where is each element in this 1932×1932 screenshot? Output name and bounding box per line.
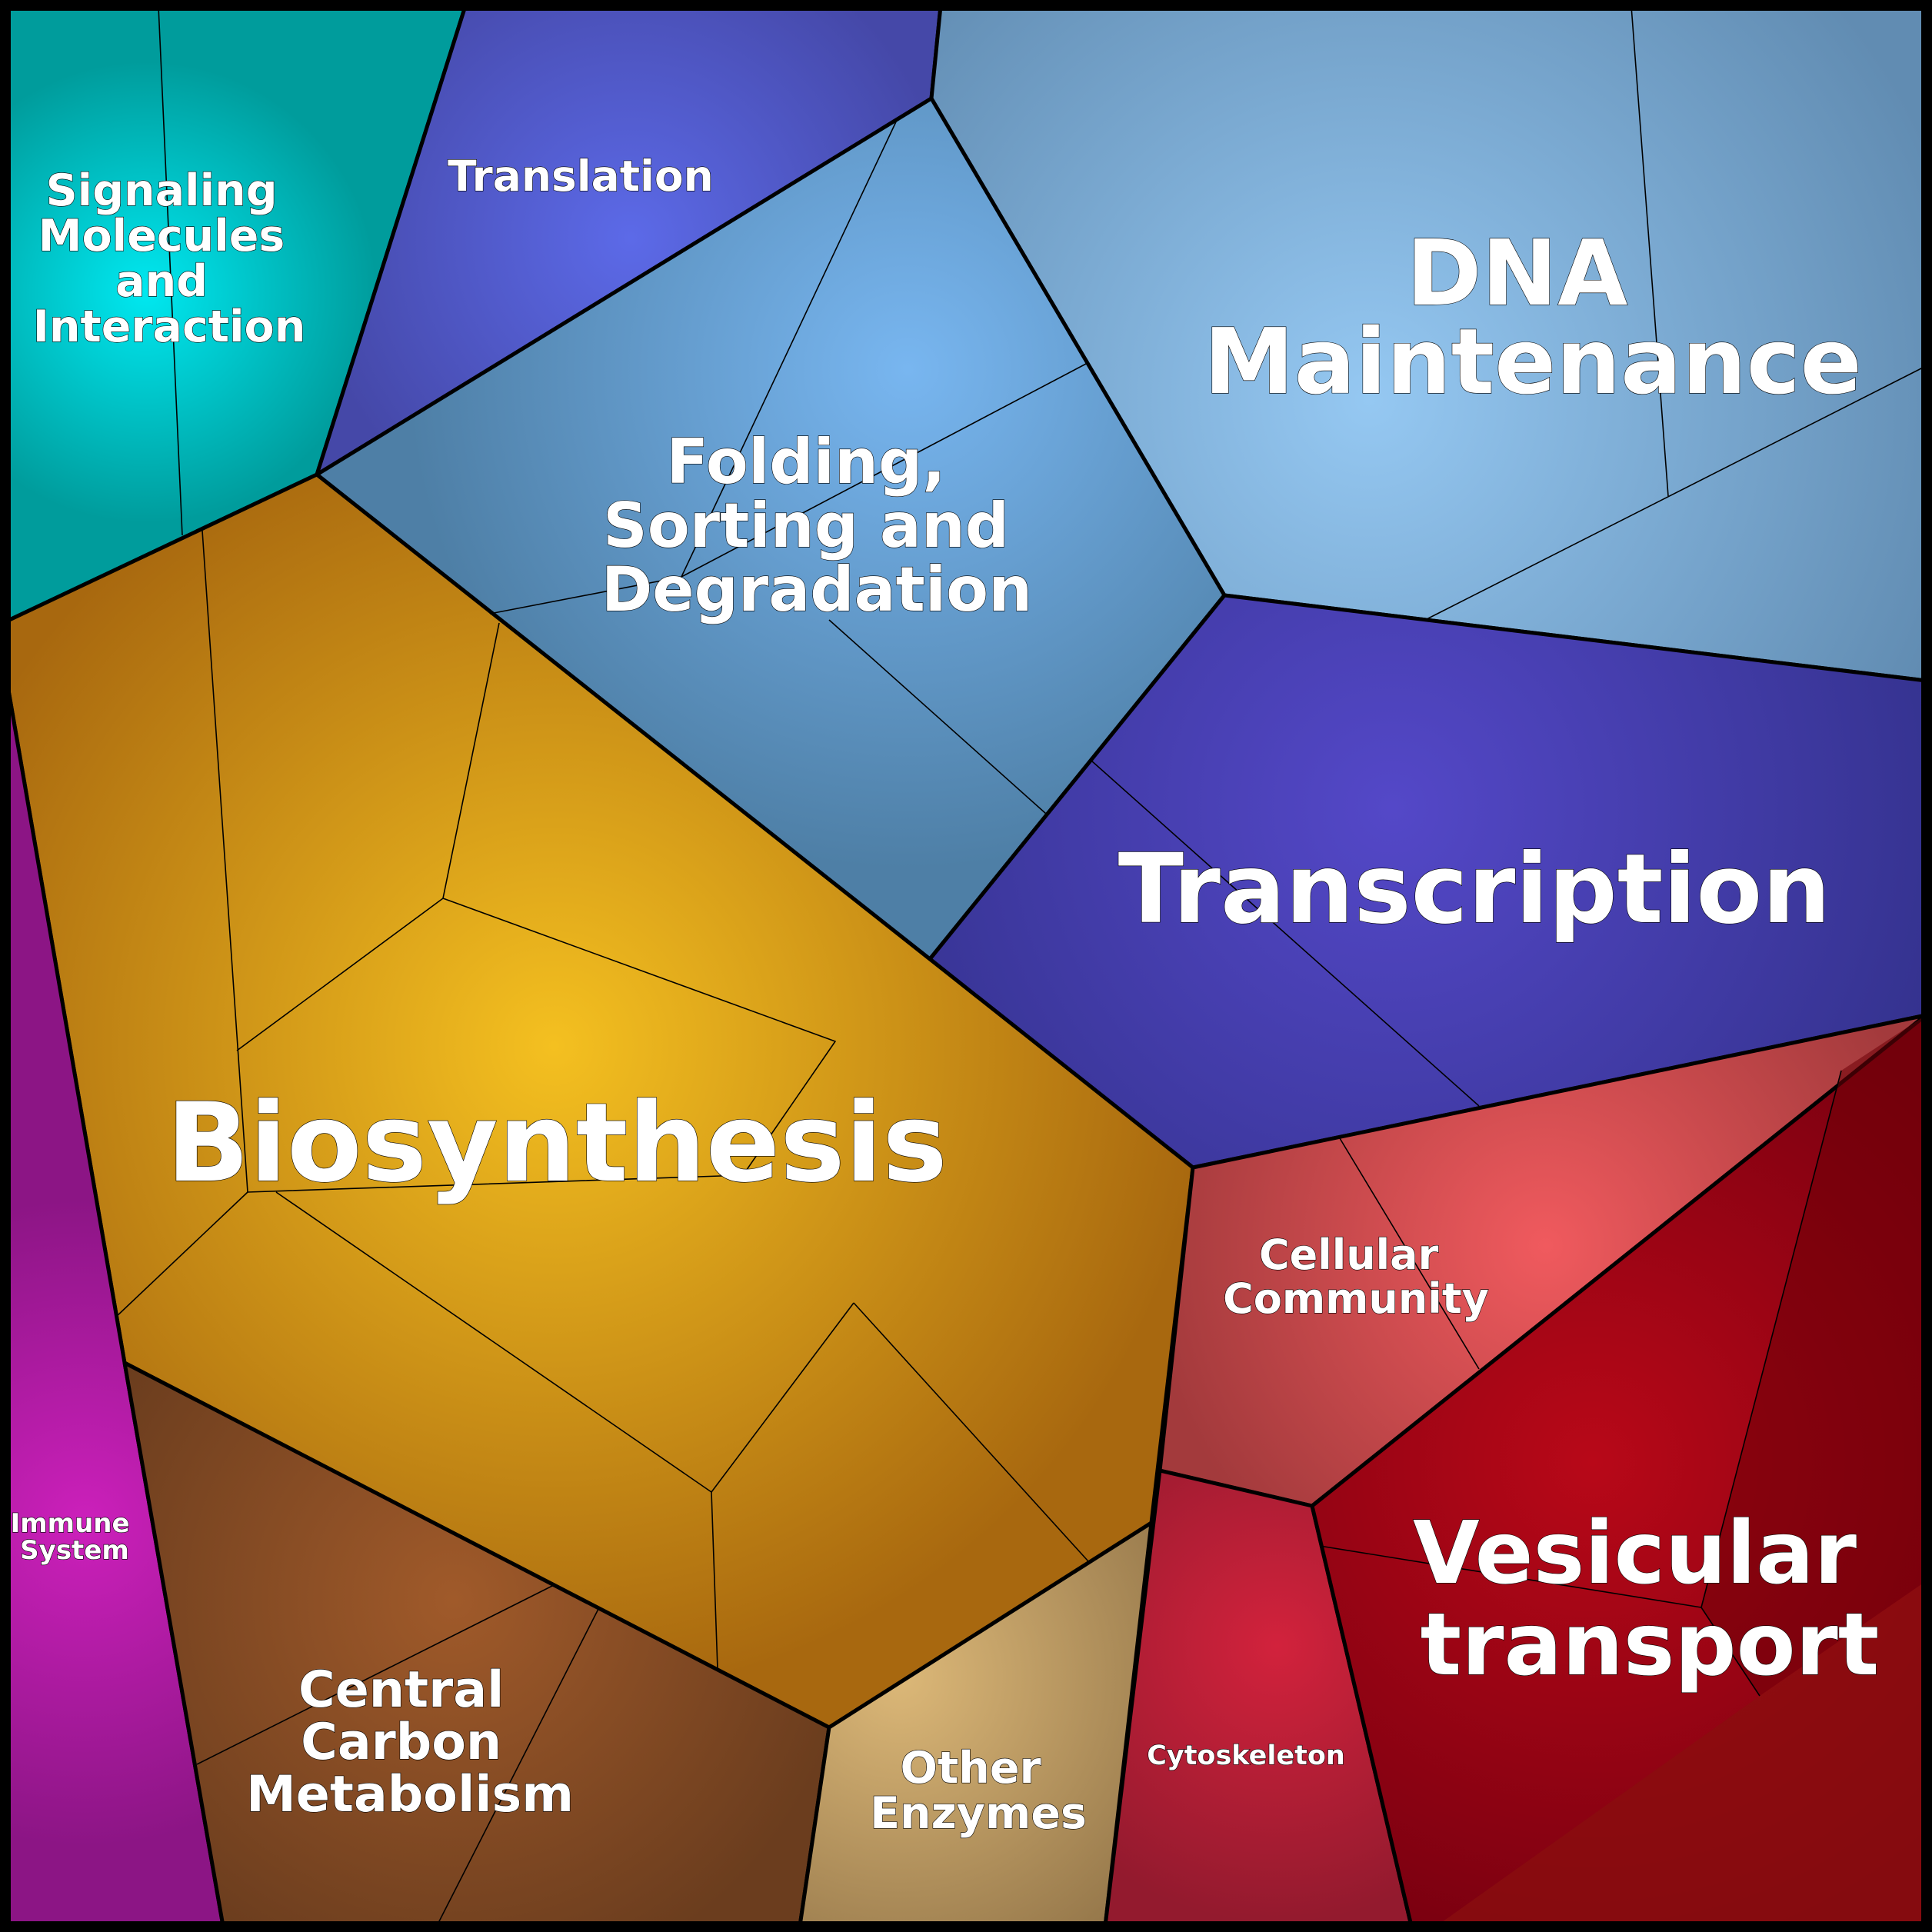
label-vesicular: Vesicular transport [1413, 1504, 1887, 1695]
label-dna: DNA Maintenance [1204, 220, 1862, 415]
label-central: Central Carbon Metabolism [246, 1661, 574, 1824]
label-translation: Translation [448, 152, 714, 201]
label-immune: Immune System [11, 1508, 139, 1566]
vesicular-subcell-shade [1437, 1581, 1926, 1926]
label-other: Other Enzymes [870, 1743, 1087, 1839]
label-cellular: Cellular Community [1223, 1231, 1489, 1323]
label-biosynthesis: Biosynthesis [166, 1080, 948, 1207]
vesicular-subcell-shade [1701, 1015, 1926, 1696]
label-folding: Folding, Sorting and Degradation [601, 426, 1032, 625]
label-transcription: Transcription [1118, 834, 1830, 945]
label-signaling: Signaling Molecules and Interaction [33, 165, 306, 352]
subcell-boundaries [115, 5, 1927, 1927]
label-cytoskeleton: Cytoskeleton [1147, 1740, 1345, 1771]
